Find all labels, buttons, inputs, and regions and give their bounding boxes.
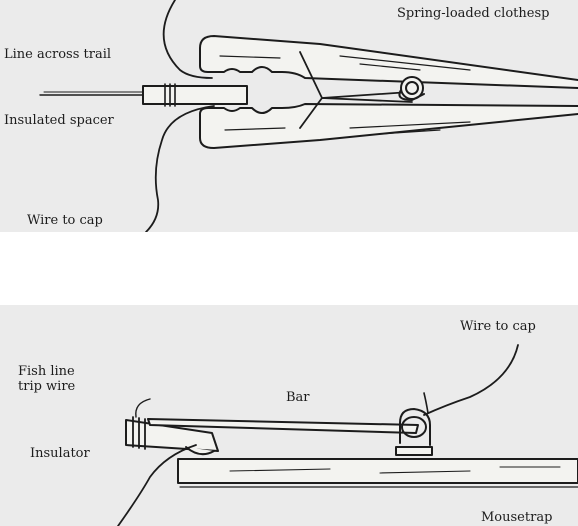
spring-wire (299, 51, 413, 129)
trip-wire (135, 398, 151, 418)
staple-loop (399, 408, 431, 446)
insulator-label: Insulator (30, 446, 90, 461)
clothespin-diagram-panel: Spring-loaded clothesp Line across trail… (0, 0, 578, 232)
clothespin-upper-jaw (199, 35, 578, 89)
wire-upper (162, 0, 213, 79)
bar-label: Bar (286, 390, 310, 405)
mousetrap-label: Mousetrap (481, 510, 553, 525)
clothespin-drawing (39, 0, 578, 232)
mousetrap-drawing (117, 344, 578, 526)
bar (147, 418, 419, 434)
wire-lower (117, 444, 197, 526)
wood-grain (229, 466, 561, 474)
mousetrap-base (177, 458, 578, 484)
wire-to-cap (145, 105, 215, 232)
insulator-block (125, 419, 219, 452)
wire-to-cap-upper (423, 344, 519, 416)
wood-grain (219, 55, 471, 135)
wire-to-cap-label-2: Wire to cap (460, 319, 536, 334)
line-across-trail-label: Line across trail (4, 47, 112, 62)
insulated-spacer-label: Insulated spacer (4, 113, 114, 128)
insulated-spacer (142, 85, 248, 105)
clothespin-label: Spring-loaded clothesp (397, 6, 550, 21)
wire-to-cap-label: Wire to cap (27, 213, 103, 228)
